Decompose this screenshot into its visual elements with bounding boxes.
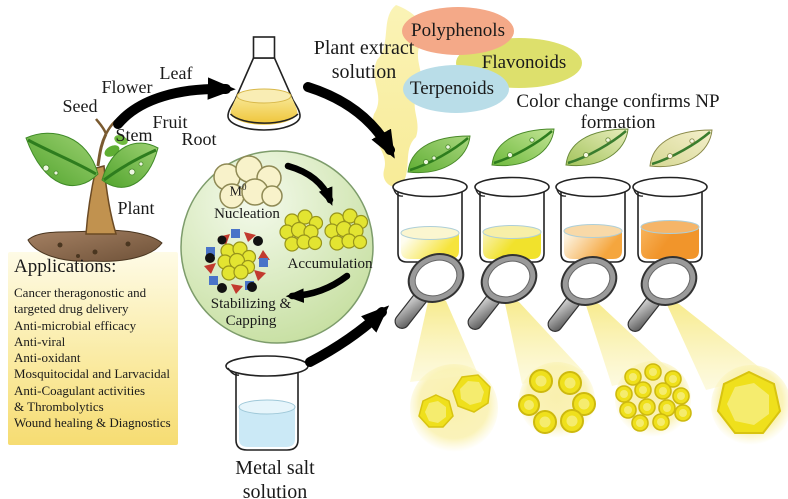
- plant-illustration: [25, 116, 163, 262]
- magnifier-icon-1: [394, 253, 465, 329]
- mechanism-circle: [180, 150, 374, 344]
- light-beam-3: [583, 296, 672, 386]
- arrow-accumulation-to-stabilizing: [285, 272, 351, 303]
- soil-icon: [27, 229, 163, 262]
- applications-box: [8, 252, 178, 445]
- magnifier-icon-4: [627, 256, 698, 332]
- terpenoids-oval: [403, 65, 509, 113]
- magnifier-icon-2: [467, 254, 538, 330]
- arrow-flask-to-beakers: [303, 82, 395, 159]
- light-beam-2: [503, 294, 584, 384]
- indicator-leaf-3: [565, 128, 629, 167]
- arrow-metalsalt-to-beakers: [305, 305, 390, 367]
- magnifier-icon-3: [547, 256, 618, 332]
- metal-salt-beaker-icon: [225, 355, 309, 451]
- indicator-leaf-4: [649, 129, 713, 168]
- light-beam-4: [663, 296, 768, 390]
- plant-left-leaf-icon: [25, 132, 99, 187]
- result-beaker-1: [392, 176, 468, 263]
- indicator-leaf-2: [491, 128, 555, 167]
- arrow-plant-to-flask: [113, 77, 236, 129]
- arrow-nucleation-to-accumulation: [284, 162, 334, 206]
- trunk-icon: [85, 165, 118, 235]
- sprout-stem-icon: [96, 133, 108, 167]
- indicator-leaf-1: [407, 135, 471, 174]
- plant-extract-flask-icon: [227, 36, 301, 131]
- result-beaker-4: [632, 176, 708, 263]
- accumulation-cluster-icon: [279, 208, 369, 252]
- nanoparticle-single-large: [716, 370, 782, 434]
- result-beaker-3: [555, 176, 631, 263]
- stabilizing-capping-cluster-icon: [204, 229, 270, 294]
- light-beam-1: [410, 293, 478, 382]
- nucleation-cluster-icon: [213, 155, 283, 209]
- polyphenols-oval: [402, 7, 514, 55]
- result-beaker-2: [474, 176, 550, 263]
